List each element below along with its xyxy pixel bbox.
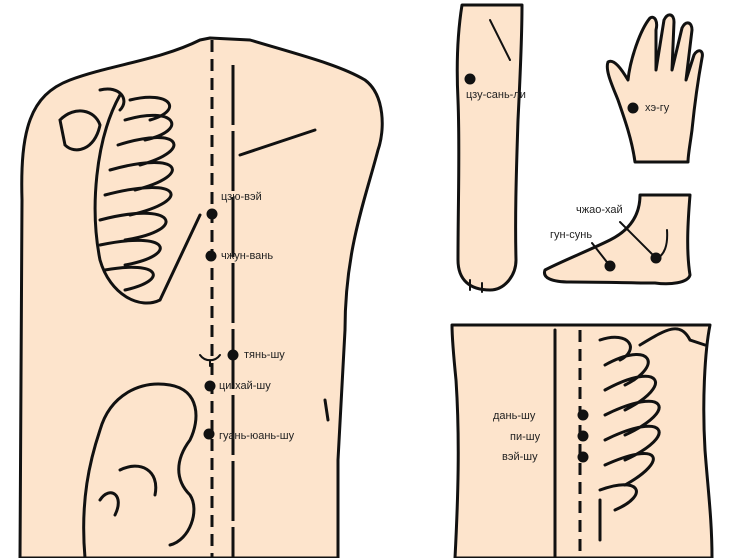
point-label: чжао-хай (576, 204, 623, 216)
torso-figure: цзю-вэй чжун-вань тянь-шу ци-хай-шу гуан… (18, 36, 384, 558)
point-dot (206, 208, 218, 220)
leg-outline (455, 3, 524, 292)
point-label: ци-хай-шу (219, 380, 271, 392)
point-label: вэй-шу (502, 451, 538, 463)
scapula-edge (638, 327, 707, 347)
knee-detail (469, 19, 511, 293)
ribcage (98, 95, 176, 292)
point-label: хэ-гу (645, 102, 670, 114)
back-ribs (598, 335, 661, 542)
shoulder-blade (58, 87, 126, 152)
point-dot (577, 430, 589, 442)
hand-figure: хэ-гу (605, 13, 704, 164)
foot-figure: чжао-хай гун-сунь (542, 193, 692, 286)
point-dot (627, 102, 639, 114)
navel-icon (199, 354, 221, 367)
point-label: чжун-вань (221, 250, 273, 262)
point-label: дань-шу (493, 410, 536, 422)
point-dot (650, 252, 662, 264)
point-dot (203, 428, 215, 440)
back-figure: дань-шу пи-шу вэй-шу (450, 323, 714, 558)
point-dot (205, 250, 217, 262)
point-label: пи-шу (510, 431, 541, 443)
flank-mark (238, 128, 330, 422)
leg-figure: цзу-сань-ли (455, 3, 526, 293)
point-dot (577, 409, 589, 421)
torso-outline (18, 36, 384, 558)
point-dot (464, 73, 476, 85)
point-label: цзу-сань-ли (466, 89, 526, 101)
point-dot (227, 349, 239, 361)
pelvis (82, 382, 198, 558)
point-dot (204, 380, 216, 392)
point-dot (604, 260, 616, 272)
back-outline (450, 323, 714, 558)
leader-line (619, 221, 657, 259)
rib-edge (93, 93, 202, 305)
point-label: гуань-юань-шу (219, 430, 295, 442)
point-label: гун-сунь (550, 229, 592, 241)
hand-outline (605, 13, 704, 164)
point-dot (577, 451, 589, 463)
point-label: тянь-шу (244, 349, 285, 361)
point-label: цзю-вэй (221, 191, 262, 203)
